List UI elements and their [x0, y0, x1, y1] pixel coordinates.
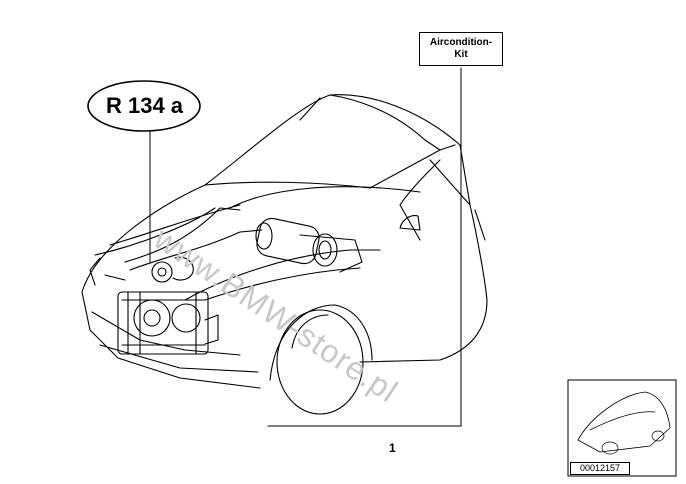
kit-label-line1: Aircondition- [429, 37, 493, 48]
refrigerant-label-frame [87, 80, 201, 132]
part-number-label: 1 [389, 441, 396, 455]
ac-components-illustration [89, 207, 363, 355]
kit-label-line2: Kit [454, 49, 468, 60]
car-illustration [81, 94, 488, 415]
kit-label: Aircondition- Kit [419, 32, 503, 66]
refrigerant-label: R 134 a [105, 93, 184, 118]
kit-leader-line [267, 67, 462, 427]
thumbnail-overview [567, 379, 677, 477]
thumbnail-code: 00012157 [570, 462, 630, 475]
